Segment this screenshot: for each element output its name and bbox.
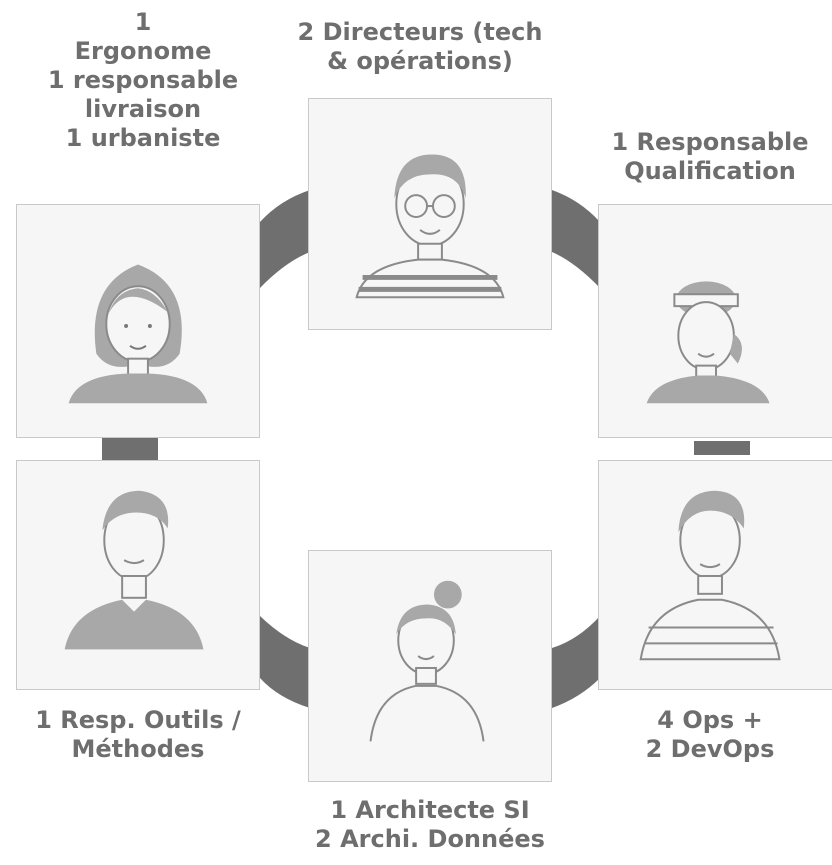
connector-top-right [552, 190, 600, 288]
woman-avatar-icon [68, 264, 208, 404]
man-avatar-icon [64, 490, 204, 650]
label-bottom-center: 1 Architecte SI 2 Archi. Données [315, 796, 545, 853]
woman-with-bun-avatar-icon [369, 580, 485, 742]
avatar-box-top-left [16, 204, 260, 438]
label-bottom-right: 4 Ops + 2 DevOps [645, 706, 775, 763]
connector-left [102, 438, 158, 462]
connector-bottom-right [552, 616, 600, 708]
connector-top-left [260, 190, 310, 288]
avatar-box-bottom-left [16, 460, 260, 690]
man-striped-shirt-avatar-icon [639, 490, 781, 661]
man-with-glasses-avatar-icon [355, 154, 505, 299]
avatar-box-top-center [308, 98, 552, 330]
label-top-right: 1 Responsable Qualification [611, 128, 809, 185]
avatar-box-bottom-center [308, 550, 552, 782]
avatar-box-top-right [598, 204, 832, 438]
label-top-left: 1 Ergonome 1 responsable livraison 1 urb… [47, 8, 239, 152]
avatar-box-bottom-right [598, 460, 832, 690]
woman-with-headband-avatar-icon [646, 281, 770, 404]
label-top-center: 2 Directeurs (tech & opérations) [297, 18, 543, 75]
label-bottom-left: 1 Resp. Outils / Méthodes [35, 706, 241, 763]
connector-bottom-left [260, 616, 310, 708]
connector-right [694, 438, 750, 458]
